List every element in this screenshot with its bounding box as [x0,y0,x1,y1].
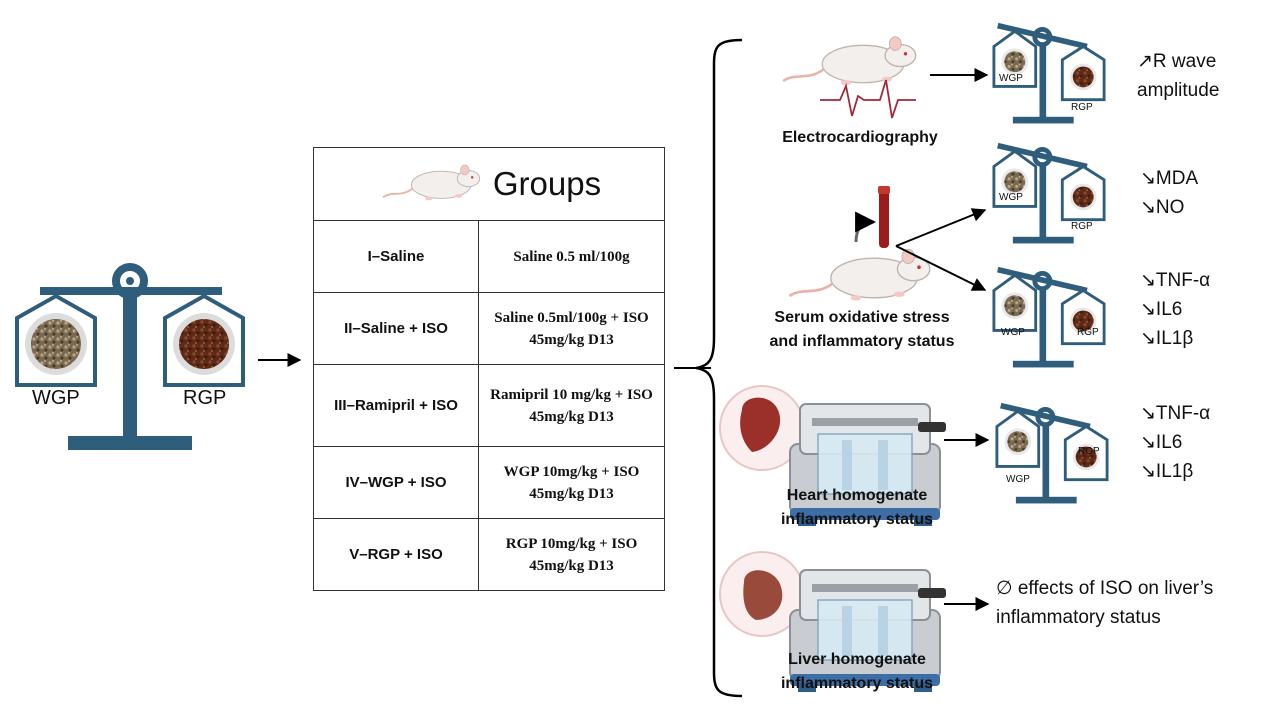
group-name: V–RGP + ISO [313,518,479,591]
groups-title: Groups [492,165,602,202]
caption-ecg: Electrocardiography [782,129,938,146]
scale4-label-wgp: WGP [1006,474,1030,485]
scale1-label-wgp: WGP [999,73,1023,84]
arrow-blood-draw [854,211,877,243]
result-heart: ↘TNF-α ↘IL6 ↘IL1β [1140,403,1211,482]
caption-serum: Serum oxidative stress and inflammatory … [769,309,955,350]
heart-icon [740,397,781,452]
group-name: IV–WGP + ISO [313,446,479,519]
blood-tube-icon [879,190,889,248]
group-name: III–Ramipril + ISO [313,364,479,447]
group-treatment: Saline 0.5ml/100g + ISO 45mg/kg D13 [478,292,665,365]
result-ecg: ↗R wave amplitude [1137,51,1220,101]
scale1-label-rgp: RGP [1071,102,1093,113]
table-row: I–Saline Saline 0.5 ml/100g [313,220,665,293]
scale3-label-rgp: RGP [1077,327,1099,338]
scale2-label-rgp: RGP [1071,221,1093,232]
mini-scale-3-icon [994,270,1104,368]
scale3-label-wgp: WGP [1001,327,1025,338]
main-balance-scale-icon [15,263,245,450]
arrow-serum-up [895,208,987,247]
caption-liver: Liver homogenate inflammatory status [780,651,934,692]
scale2-label-wgp: WGP [999,192,1023,203]
rat-ecg-icon [781,35,917,87]
left-scale-label-rgp: RGP [183,387,227,409]
group-treatment: RGP 10mg/kg + ISO 45mg/kg D13 [478,518,665,591]
groups-table-header: Groups [313,147,665,221]
group-treatment: Saline 0.5 ml/100g [478,220,665,293]
result-liver: ∅ effects of ISO on liver’s inflammatory… [996,578,1214,628]
arrow-serum-down [895,245,987,291]
ecg-wave-icon [820,79,916,119]
group-treatment: WGP 10mg/kg + ISO 45mg/kg D13 [478,446,665,519]
result-serum-oxidative: ↘MDA ↘NO [1140,168,1199,218]
left-scale-label-wgp: WGP [32,387,80,409]
table-row: III–Ramipril + ISO Ramipril 10 mg/kg + I… [313,364,665,447]
group-name: II–Saline + ISO [313,292,479,365]
curly-brace [695,38,743,698]
liver-icon [743,570,783,620]
groups-table: Groups I–Saline Saline 0.5 ml/100g II–Sa… [313,147,665,591]
table-row: II–Saline + ISO Saline 0.5ml/100g + ISO … [313,292,665,365]
scale4-label-rgp: RGP [1078,446,1100,457]
result-serum-inflammatory: ↘TNF-α ↘IL6 ↘IL1β [1140,270,1211,349]
group-name: I–Saline [313,220,479,293]
mouse-serum-icon [788,247,932,302]
group-treatment: Ramipril 10 mg/kg + ISO 45mg/kg D13 [478,364,665,447]
table-row: V–RGP + ISO RGP 10mg/kg + ISO 45mg/kg D1… [313,518,665,591]
caption-heart: Heart homogenate inflammatory status [780,487,934,528]
table-row: IV–WGP + ISO WGP 10mg/kg + ISO 45mg/kg D… [313,446,665,519]
